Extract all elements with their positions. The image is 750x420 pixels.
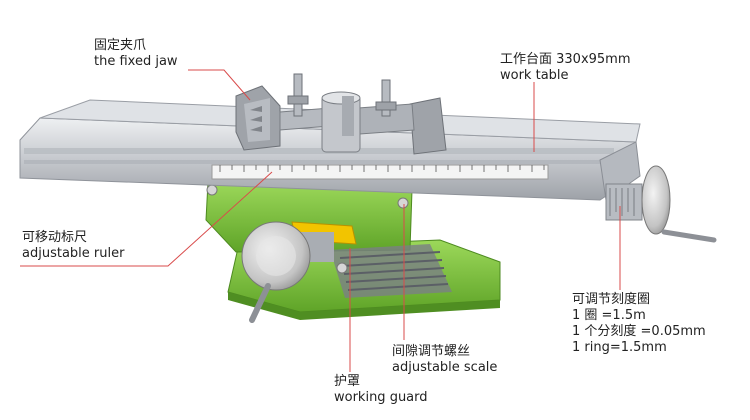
label-adjustable-ruler-zh: 可移动标尺 xyxy=(22,230,88,245)
label-adjustable-ruler-en: adjustable ruler xyxy=(22,246,125,261)
label-fixed-jaw-zh: 固定夹爪 xyxy=(94,38,147,53)
label-work-table-en: work table xyxy=(500,68,569,83)
label-adjustable-scale-en: adjustable scale xyxy=(392,360,498,375)
label-fixed-jaw: 固定夹爪 the fixed jaw xyxy=(94,38,178,70)
label-handwheel-line-3: 1 ring=1.5mm xyxy=(572,340,667,355)
label-work-table-zh: 工作台面 330x95mm xyxy=(500,52,631,67)
label-adjustable-ruler: 可移动标尺 adjustable ruler xyxy=(22,230,124,262)
front-handwheel xyxy=(241,221,334,323)
label-handwheel-line-2: 1 个分刻度 =0.05mm xyxy=(572,324,706,339)
label-adjustable-scale-zh: 间隙调节螺丝 xyxy=(392,344,471,359)
label-working-guard-zh: 护罩 xyxy=(334,374,361,389)
label-working-guard-en: working guard xyxy=(334,390,428,405)
label-handwheel-zh: 可调节刻度圈 xyxy=(572,292,651,307)
leader-adjustable-ruler xyxy=(20,171,273,267)
label-fixed-jaw-en: the fixed jaw xyxy=(94,54,178,69)
label-handwheel: 可调节刻度圈 1 圈 =1.5m 1 个分刻度 =0.05mm 1 ring=1… xyxy=(572,292,706,356)
leader-fixed-jaw xyxy=(188,69,251,101)
label-work-table: 工作台面 330x95mm work table xyxy=(500,52,631,84)
label-working-guard: 护罩 working guard xyxy=(334,374,428,406)
label-handwheel-line-1: 1 圈 =1.5m xyxy=(572,308,646,323)
label-adjustable-scale: 间隙调节螺丝 adjustable scale xyxy=(392,344,497,376)
leader-lines xyxy=(20,69,621,372)
side-handwheel xyxy=(605,165,717,243)
fixed-jaw xyxy=(235,73,447,155)
